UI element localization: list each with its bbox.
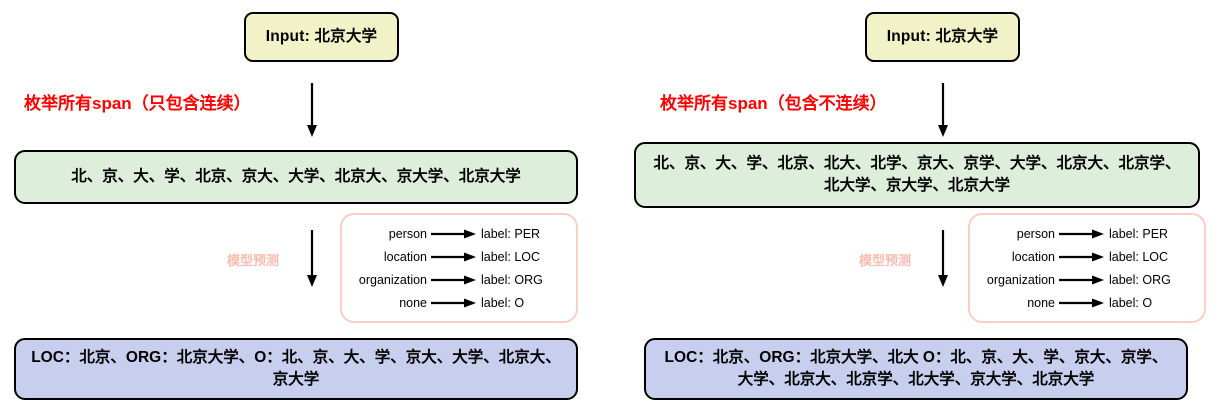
legend-target: label: PER	[1109, 226, 1169, 241]
legend-row: none label: O	[348, 291, 560, 314]
legend-target: label: O	[481, 295, 525, 310]
legend-source: person	[1016, 226, 1055, 241]
legend-source: location	[1011, 249, 1055, 264]
predict-annotation: 模型预测	[859, 253, 912, 268]
right-arrow-icon	[431, 297, 477, 309]
predict-annotation: 模型预测	[227, 253, 280, 268]
right-arrow-icon	[431, 228, 477, 240]
legend-source: person	[388, 226, 427, 241]
span-candidates-box: 北、京、大、学、北京、京大、大学、北京大、京大学、北京大学	[14, 150, 578, 204]
legend-source: organization	[358, 272, 427, 287]
legend-target: label: PER	[481, 226, 541, 241]
arrow-spans-to-output-icon	[304, 230, 320, 288]
panel-left-continuous-spans: Input: 北京大学 枚举所有span（只包含连续） 北、京、大、学、北京、京…	[14, 12, 578, 400]
legend-target: label: LOC	[1109, 249, 1169, 264]
span-candidates-text: 北、京、大、学、北京、京大、大学、北京大、京大学、北京大学	[71, 167, 521, 185]
output-box: LOC：北京、ORG：北京大学、北大 O：北、京、大、学、京大、京学、大学、北京…	[644, 338, 1188, 400]
right-arrow-icon	[1059, 251, 1105, 263]
legend-row: person label: PER	[348, 222, 560, 245]
output-box: LOC：北京、ORG：北京大学、O：北、京、大、学、京大、大学、北京大、京大学	[14, 338, 578, 400]
legend-row: location label: LOC	[976, 245, 1188, 268]
panel-right-discontinuous-spans: Input: 北京大学 枚举所有span（包含不连续） 北、京、大、学、北京、北…	[609, 0, 1218, 417]
arrow-input-to-spans-icon	[935, 83, 951, 138]
legend-row: organization label: ORG	[976, 268, 1188, 291]
legend-target: label: O	[1109, 295, 1153, 310]
input-text: Input: 北京大学	[265, 27, 378, 45]
legend-row: organization label: ORG	[348, 268, 560, 291]
output-text: LOC：北京、ORG：北京大学、O：北、京、大、学、京大、大学、北京大、京大学	[31, 348, 561, 388]
legend-row: person label: PER	[976, 222, 1188, 245]
arrow-spans-to-output-icon	[935, 230, 951, 288]
input-box: Input: 北京大学	[244, 12, 399, 62]
span-candidates-box: 北、京、大、学、北京、北大、北学、京大、京学、大学、北京大、北京学、北大学、京大…	[634, 142, 1200, 208]
right-arrow-icon	[1059, 274, 1105, 286]
right-arrow-icon	[1059, 228, 1105, 240]
output-text: LOC：北京、ORG：北京大学、北大 O：北、京、大、学、京大、京学、大学、北京…	[664, 348, 1168, 388]
label-mapping-legend: person label: PER location lab	[340, 213, 578, 323]
legend-row: none label: O	[976, 291, 1188, 314]
enumerate-annotation: 枚举所有span（包含不连续）	[660, 94, 887, 113]
legend-target: label: LOC	[481, 249, 541, 264]
label-mapping-legend: person label: PER location lab	[968, 213, 1206, 323]
right-arrow-icon	[1059, 297, 1105, 309]
legend-source: none	[399, 295, 427, 310]
legend-target: label: ORG	[1109, 272, 1171, 287]
span-candidates-text: 北、京、大、学、北京、北大、北学、京大、京学、大学、北京大、北京学、北大学、京大…	[653, 154, 1181, 194]
right-arrow-icon	[431, 274, 477, 286]
right-arrow-icon	[431, 251, 477, 263]
legend-target: label: ORG	[481, 272, 543, 287]
input-text: Input: 北京大学	[886, 27, 999, 45]
arrow-input-to-spans-icon	[304, 83, 320, 138]
legend-source: none	[1027, 295, 1055, 310]
legend-row: location label: LOC	[348, 245, 560, 268]
input-box: Input: 北京大学	[865, 12, 1020, 62]
legend-source: location	[383, 249, 427, 264]
legend-source: organization	[986, 272, 1055, 287]
enumerate-annotation: 枚举所有span（只包含连续）	[24, 94, 251, 113]
